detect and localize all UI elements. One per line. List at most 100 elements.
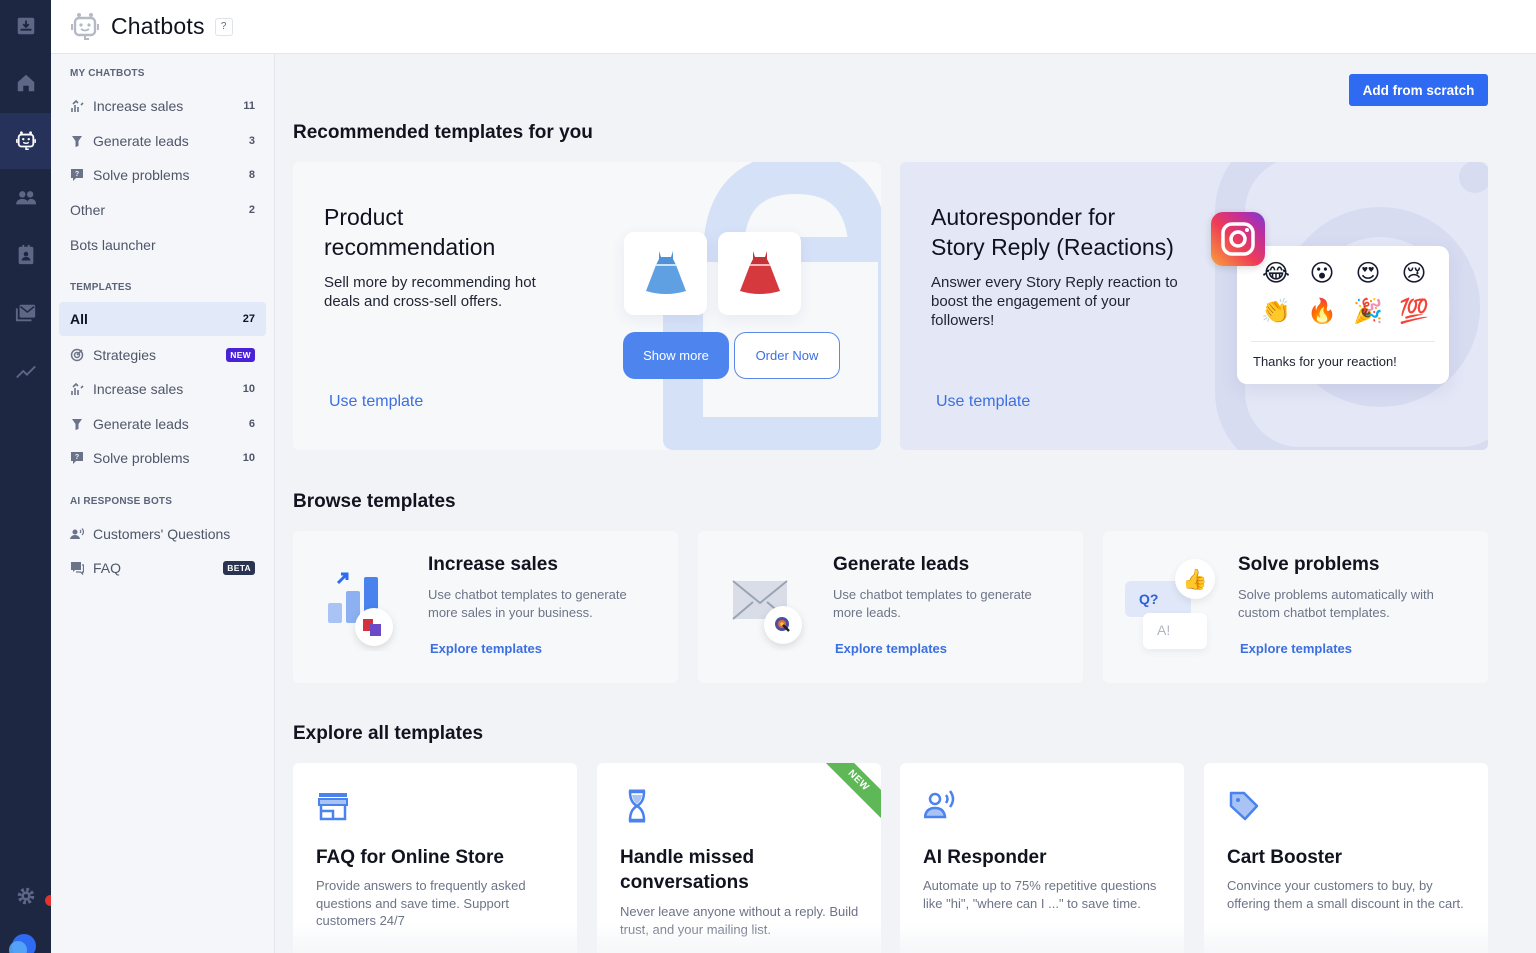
emoji-surprised: 😮 [1309,260,1335,287]
emoji-joy: 😂 [1261,260,1291,287]
card-title: Handle missed conversations [620,847,755,893]
speaking-person-icon [70,527,84,541]
emoji-grid: 😂 😮 😍 😢 👏 🔥 🎉 💯 [1253,258,1437,328]
help-button[interactable]: ? [214,17,233,36]
rail-inbox[interactable] [0,0,51,52]
card-description: Use chatbot templates to generate more l… [833,587,1032,620]
rail-settings[interactable] [0,870,51,922]
sidebar-item-faq[interactable]: FAQ BETA [59,551,266,585]
notification-dot [45,895,56,906]
funnel-icon [70,134,84,148]
brand-logo[interactable] [6,928,38,953]
sidebar-item-strategies[interactable]: Strategies NEW [59,338,266,372]
envelope-target-illustration [732,580,802,644]
template-card-ai-responder[interactable]: AI Responder Automate up to 75% repetiti… [900,763,1184,953]
rail-contacts[interactable] [0,172,51,224]
ai-responder-icon [924,790,955,819]
section-ai-response-bots: AI RESPONSE BOTS [70,496,173,507]
emoji-party: 🎉 [1353,298,1383,325]
add-from-scratch-button[interactable]: Add from scratch [1349,74,1488,106]
calendar-contact-icon [18,244,33,265]
page-header: Chatbots ? [51,0,1536,54]
card-title: FAQ for Online Store [316,847,504,868]
analytics-icon [15,365,36,379]
divider [1251,341,1435,342]
rail-analytics[interactable] [0,345,51,397]
question-bubble-icon: ? [70,168,84,182]
sidebar: MY CHATBOTS Increase sales 11 Generate l… [51,54,275,953]
rail-campaigns[interactable] [0,287,51,339]
sidebar-item-my-generate-leads[interactable]: Generate leads 3 [59,124,266,158]
emoji-fire: 🔥 [1307,298,1337,325]
page-title: Chatbots [111,13,205,39]
qa-illustration: Q? A! 👍 [1125,559,1225,659]
chatbot-icon [15,131,36,150]
explore-templates-link[interactable]: Explore templates [1240,641,1352,656]
target-icon [70,348,84,362]
card-description: Automate up to 75% repetitive questions … [923,878,1157,911]
template-card-faq-online-store[interactable]: FAQ for Online Store Provide answers to … [293,763,577,953]
browse-card-solve-problems[interactable]: Q? A! 👍 Solve problems Solve problems au… [1103,531,1488,683]
sales-icon [70,99,84,113]
card-title: Solve problems [1238,554,1380,575]
sidebar-item-my-other[interactable]: Other 2 [70,202,255,218]
card-title-line1: Product [324,204,404,230]
browse-card-increase-sales[interactable]: Increase sales Use chatbot templates to … [293,531,678,683]
home-icon [17,74,34,92]
new-ribbon: NEW [819,763,881,820]
product-tile-blue [624,232,707,315]
svg-text:?: ? [75,454,79,461]
card-title-line2: recommendation [324,234,496,260]
sidebar-item-tpl-generate-leads[interactable]: Generate leads 6 [59,407,266,441]
svg-text:?: ? [75,171,79,178]
product-tile-red [718,232,801,315]
rail-chatbots[interactable] [0,113,51,169]
card-description: Solve problems automatically with custom… [1238,587,1434,620]
campaigns-icon [15,304,35,322]
sales-chart-illustration [328,572,393,646]
recommended-title: Recommended templates for you [293,122,593,143]
use-template-link[interactable]: Use template [936,393,1031,410]
store-icon [318,793,348,821]
inbox-icon [17,17,34,35]
beta-badge: BETA [223,561,255,575]
sidebar-item-my-solve-problems[interactable]: ? Solve problems 8 [59,158,266,192]
instagram-icon [1211,212,1265,266]
sidebar-item-my-increase-sales[interactable]: Increase sales 11 [59,89,266,123]
sidebar-item-bots-launcher[interactable]: Bots launcher [70,237,156,253]
blue-dress-icon [645,250,686,294]
red-dress-icon [739,250,780,294]
card-title: AI Responder [923,847,1047,868]
reaction-preview: 😂 😮 😍 😢 👏 🔥 🎉 💯 Thanks for your reaction… [1237,246,1449,384]
explore-templates-link[interactable]: Explore templates [835,641,947,656]
browse-card-generate-leads[interactable]: Generate leads Use chatbot templates to … [698,531,1083,683]
chatbot-icon [71,12,99,40]
emoji-sad: 😢 [1401,260,1427,287]
emoji-100: 💯 [1399,298,1429,325]
card-title-line2: Story Reply (Reactions) [931,234,1174,260]
app-rail [0,0,56,953]
sales-icon [70,382,84,396]
sidebar-item-customers-questions[interactable]: Customers' Questions [59,517,266,551]
card-description: Provide answers to frequently asked ques… [316,878,526,928]
sidebar-item-all-templates[interactable]: All 27 [59,302,266,336]
sidebar-item-tpl-increase-sales[interactable]: Increase sales 10 [59,372,266,406]
reply-message: Thanks for your reaction! [1253,354,1397,369]
section-templates: TEMPLATES [70,282,132,293]
new-badge: NEW [226,348,255,362]
sidebar-item-tpl-solve-problems[interactable]: ? Solve problems 10 [59,441,266,475]
template-card-cart-booster[interactable]: Cart Booster Convince your customers to … [1204,763,1488,953]
template-card-handle-missed-conversations[interactable]: NEW Handle missed conversations Never le… [597,763,881,953]
card-description: Convince your customers to buy, by offer… [1227,878,1464,911]
order-now-button[interactable]: Order Now [734,332,840,379]
rail-home[interactable] [0,57,51,109]
card-title: Generate leads [833,554,970,575]
show-more-button[interactable]: Show more [623,332,729,379]
section-my-chatbots: MY CHATBOTS [70,68,145,79]
explore-templates-link[interactable]: Explore templates [430,641,542,656]
use-template-link[interactable]: Use template [329,393,424,410]
settings-icon [17,887,34,905]
rail-calendar[interactable] [0,229,51,281]
